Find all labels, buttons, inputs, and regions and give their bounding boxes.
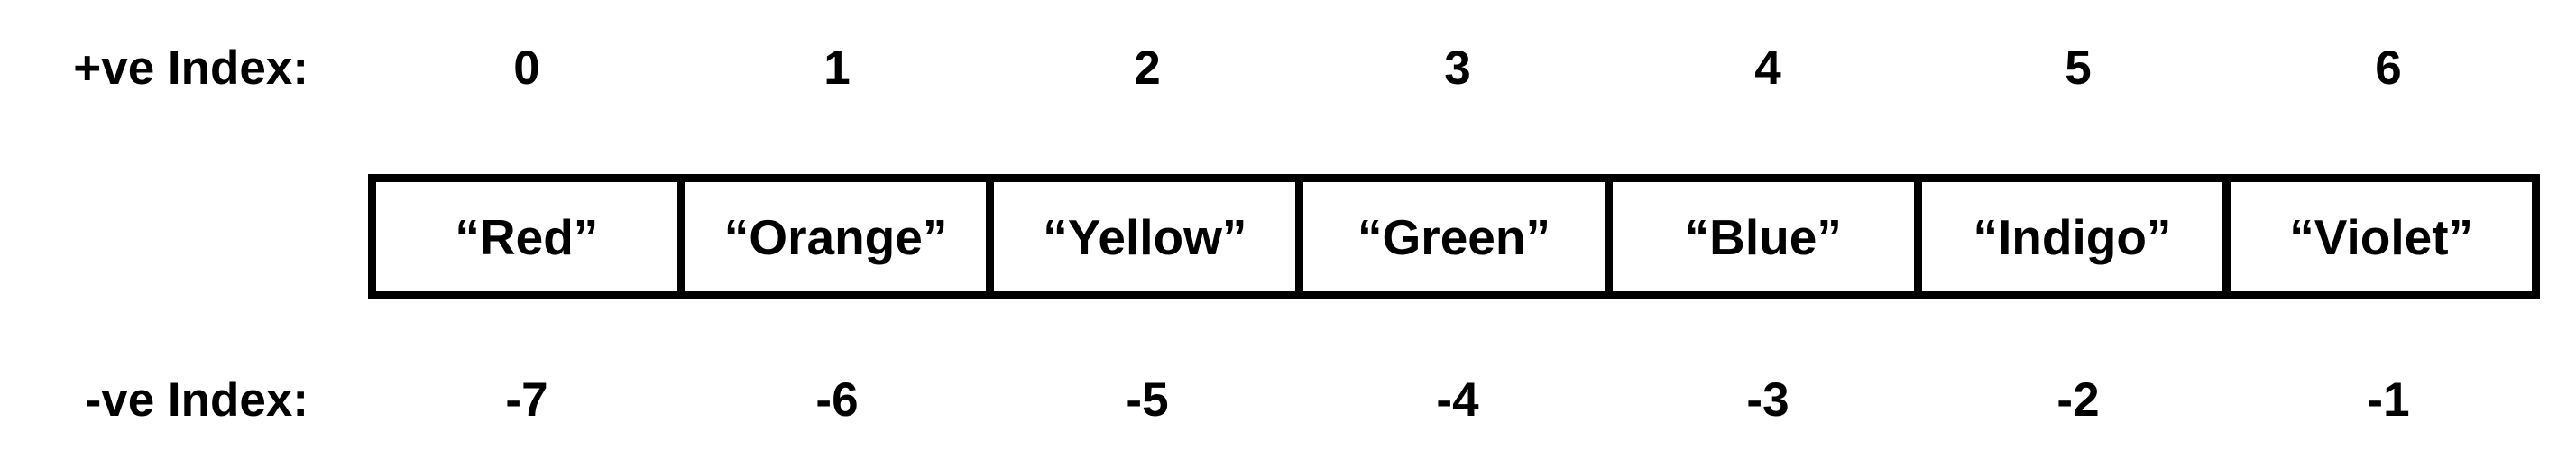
array-cell-green: “Green” xyxy=(1303,182,1613,291)
negative-index-7: -7 xyxy=(505,373,548,427)
negative-index-1: -1 xyxy=(2367,373,2410,427)
negative-index-6: -6 xyxy=(815,373,859,427)
positive-index-2: 2 xyxy=(1134,41,1161,95)
positive-index-4: 4 xyxy=(1754,41,1781,95)
negative-index-5: -5 xyxy=(1126,373,1169,427)
positive-index-6: 6 xyxy=(2375,41,2402,95)
array-cell-blue: “Blue” xyxy=(1613,182,1922,291)
positive-index-0: 0 xyxy=(513,41,540,95)
array-cell-indigo: “Indigo” xyxy=(1922,182,2231,291)
array-cell-violet: “Violet” xyxy=(2289,208,2474,265)
negative-index-4: -4 xyxy=(1436,373,1479,427)
array-cell-orange: “Orange” xyxy=(685,182,995,291)
positive-index-3: 3 xyxy=(1444,41,1471,95)
array-cell-red: “Red” xyxy=(376,182,685,291)
positive-index-5: 5 xyxy=(2065,41,2092,95)
negative-index-3: -3 xyxy=(1746,373,1789,427)
positive-index-label: +ve Index: xyxy=(73,41,308,95)
negative-index-2: -2 xyxy=(2056,373,2100,427)
array-boxes: “Red” “Orange” “Yellow” “Green” “Blue” “… xyxy=(368,174,2540,299)
positive-index-1: 1 xyxy=(823,41,851,95)
array-cell-yellow: “Yellow” xyxy=(994,182,1304,291)
negative-index-label: -ve Index: xyxy=(85,373,308,427)
